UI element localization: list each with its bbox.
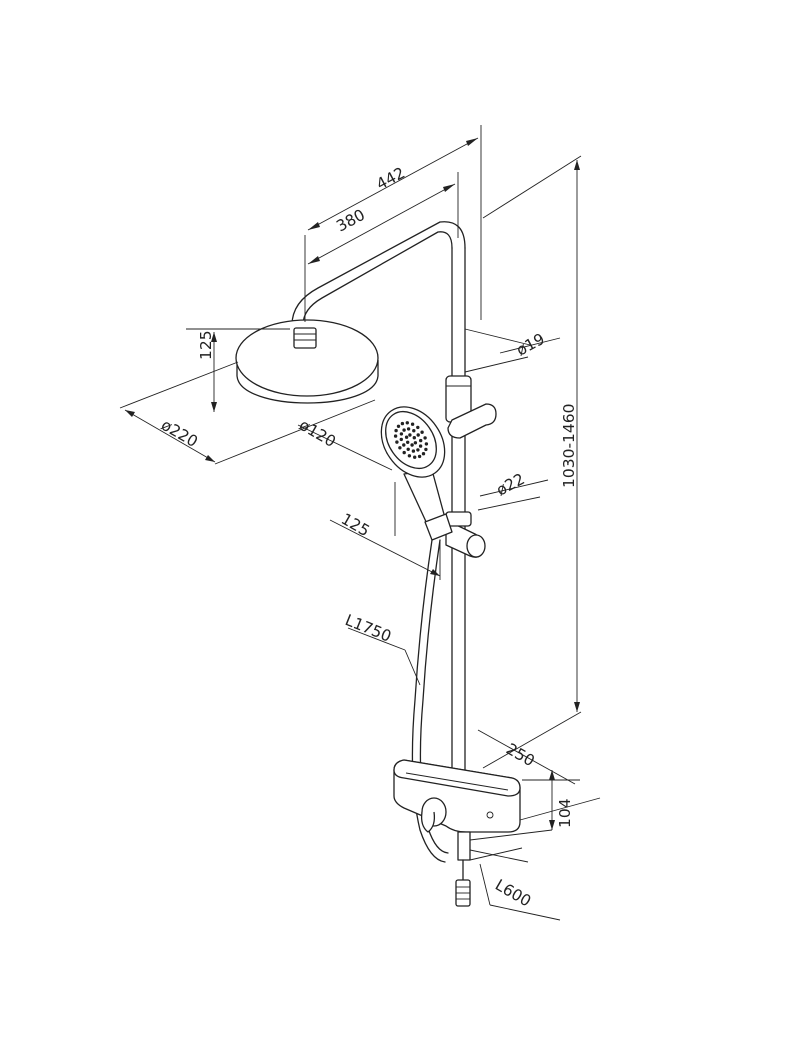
nozzle-dot — [413, 455, 417, 459]
nozzle-dot — [424, 442, 429, 446]
dim-head-height: 125 — [197, 330, 215, 360]
nozzle-dot — [411, 449, 416, 453]
nozzle-dot — [402, 450, 406, 455]
rain-shower-head — [235, 319, 379, 404]
dim-height-range: 1030-1460 — [560, 404, 578, 489]
nozzle-dot — [399, 432, 404, 436]
nozzle-dot — [393, 434, 398, 438]
nozzle-dot — [416, 425, 420, 430]
nozzle-dot — [424, 447, 428, 452]
dim-hand-shower-offset: 125 — [338, 510, 373, 540]
nozzle-dot — [408, 433, 412, 437]
dim-shelf-width: 250 — [503, 740, 538, 770]
dim-arm-length: 380 — [333, 206, 368, 236]
nozzle-dot — [396, 424, 401, 428]
nozzle-dot — [404, 435, 409, 439]
nozzle-dot — [399, 437, 403, 442]
hand-shower-slider — [445, 511, 486, 558]
hand-shower — [380, 406, 453, 541]
dim-inlet-hose-length: L600 — [492, 876, 534, 911]
nozzle-dot — [410, 422, 415, 426]
nozzle-dot — [416, 433, 420, 437]
nozzle-dot — [413, 441, 418, 445]
dim-head-diameter: ø220 — [158, 416, 201, 451]
nozzle-dot — [420, 430, 424, 434]
dim-hand-shower-diameter: ø120 — [296, 416, 339, 451]
nozzle-dot — [402, 428, 406, 432]
nozzle-dot — [410, 443, 414, 447]
nozzle-dot — [405, 421, 409, 425]
dim-shelf-depth: 104 — [556, 798, 574, 828]
overhead-arm — [291, 221, 466, 326]
nozzle-dot — [417, 454, 422, 459]
nozzle-dot — [402, 443, 406, 447]
nozzle-dot — [419, 438, 423, 443]
nozzle-dot — [423, 436, 427, 440]
inlet-connector — [455, 859, 471, 907]
nozzle-dot — [406, 447, 410, 451]
dimension-arrows — [125, 138, 580, 830]
nozzle-dot — [398, 446, 402, 450]
hand-shower-hose — [411, 539, 449, 863]
nozzle-dot — [418, 444, 423, 448]
nozzle-dot — [421, 452, 426, 456]
nozzle-dot — [412, 436, 416, 440]
nozzle-dot — [406, 427, 411, 431]
nozzle-dot — [407, 454, 412, 458]
nozzle-dot — [400, 421, 405, 426]
nozzle-dot — [394, 428, 398, 433]
dim-bar-diameter: ø19 — [513, 330, 547, 360]
upper-bracket — [445, 375, 497, 439]
hand-shower-nozzles — [393, 421, 429, 459]
dimension-lines — [119, 125, 601, 921]
thermostat-shelf — [393, 759, 521, 861]
nozzle-dot — [412, 429, 416, 433]
nozzle-dot — [416, 448, 420, 452]
nozzle-dot — [406, 440, 410, 444]
dim-slider-diameter: ø22 — [493, 470, 527, 500]
nozzle-dot — [395, 440, 399, 444]
dim-overall-width: 442 — [373, 164, 408, 194]
dim-hose-length: L1750 — [343, 611, 394, 646]
